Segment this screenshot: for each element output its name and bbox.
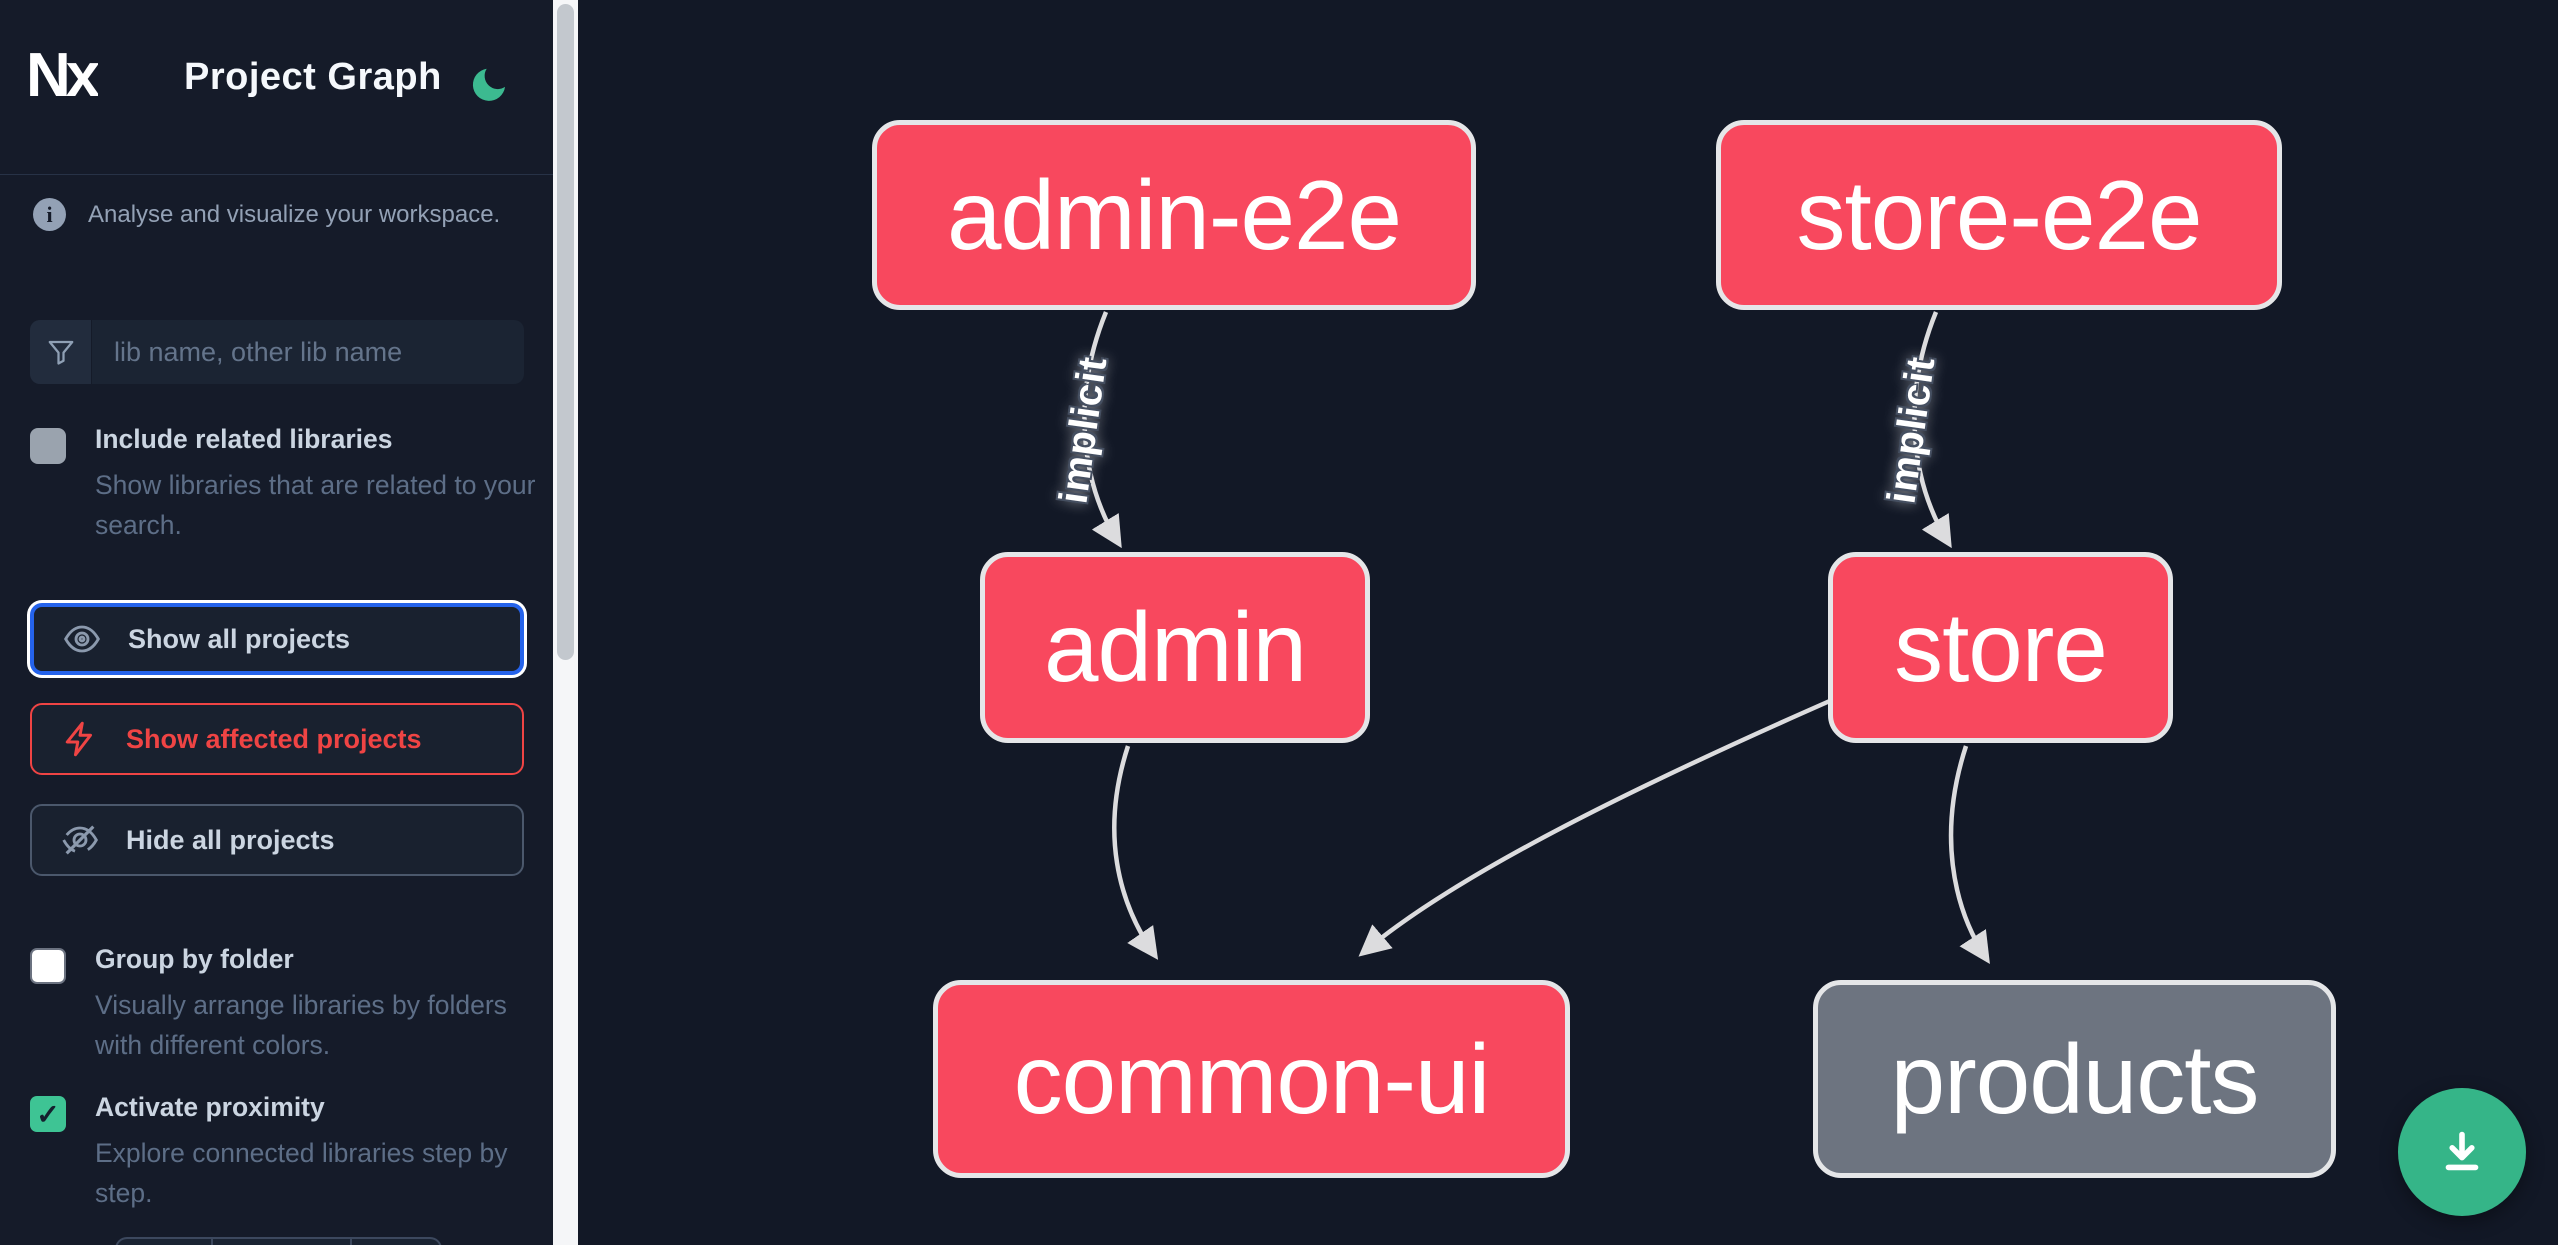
sidebar-scrollbar-thumb[interactable]	[557, 4, 574, 660]
activate-proximity-checkbox[interactable]: ✓	[30, 1096, 66, 1132]
bolt-icon	[60, 719, 100, 759]
eye-icon	[62, 619, 102, 659]
check-icon: ✓	[36, 1098, 60, 1130]
nx-logo[interactable]: Nx	[28, 40, 98, 110]
node-store[interactable]: store	[1828, 552, 2173, 743]
search-input[interactable]	[92, 320, 524, 384]
activate-proximity-label: Activate proximity	[95, 1092, 325, 1122]
activate-proximity-description: Explore connected libraries step by step…	[95, 1138, 508, 1208]
group-by-folder-checkbox[interactable]	[30, 948, 66, 984]
group-by-folder-description: Visually arrange libraries by folders wi…	[95, 990, 507, 1060]
show-affected-projects-label: Show affected projects	[126, 723, 422, 754]
include-related-checkbox[interactable]	[30, 428, 66, 464]
sidebar-header: Nx Project Graph	[0, 0, 553, 175]
stepper-value-segment	[211, 1239, 350, 1245]
show-all-projects-label: Show all projects	[128, 623, 351, 654]
sidebar: Nx Project Graph i Analyse and visualize…	[0, 0, 553, 1245]
node-admin-e2e[interactable]: admin-e2e	[872, 120, 1476, 310]
download-graph-button[interactable]	[2398, 1088, 2526, 1216]
download-icon	[2445, 1131, 2479, 1171]
info-icon: i	[33, 198, 66, 231]
page-title: Project Graph	[184, 56, 442, 98]
stepper-decrement-segment[interactable]	[117, 1239, 211, 1245]
proximity-stepper-control[interactable]	[115, 1237, 442, 1245]
dark-mode-moon-icon[interactable]	[468, 62, 512, 106]
filter-funnel-icon	[30, 320, 92, 384]
node-products[interactable]: products	[1813, 980, 2336, 1178]
show-affected-projects-button[interactable]: Show affected projects	[30, 703, 524, 775]
include-related-label: Include related libraries	[95, 424, 393, 454]
activate-proximity-row: ✓ Activate proximity Explore connected l…	[30, 1092, 530, 1213]
workspace-tagline-row: i Analyse and visualize your workspace.	[33, 198, 533, 231]
tagline-text: Analyse and visualize your workspace.	[88, 200, 501, 228]
svg-text:Nx: Nx	[28, 41, 98, 110]
stepper-increment-segment[interactable]	[350, 1239, 440, 1245]
node-common-ui[interactable]: common-ui	[933, 980, 1570, 1178]
hide-all-projects-button[interactable]: Hide all projects	[30, 804, 524, 876]
show-all-projects-button[interactable]: Show all projects	[30, 603, 524, 675]
group-by-folder-label: Group by folder	[95, 944, 294, 974]
include-related-description: Show libraries that are related to your …	[95, 470, 536, 540]
search-field	[30, 320, 524, 384]
eye-slash-icon	[60, 820, 100, 860]
hide-all-projects-label: Hide all projects	[126, 824, 335, 855]
group-by-folder-row: Group by folder Visually arrange librari…	[30, 944, 530, 1065]
node-admin[interactable]: admin	[980, 552, 1370, 743]
node-store-e2e[interactable]: store-e2e	[1716, 120, 2282, 310]
include-related-row: Include related libraries Show libraries…	[30, 424, 535, 545]
